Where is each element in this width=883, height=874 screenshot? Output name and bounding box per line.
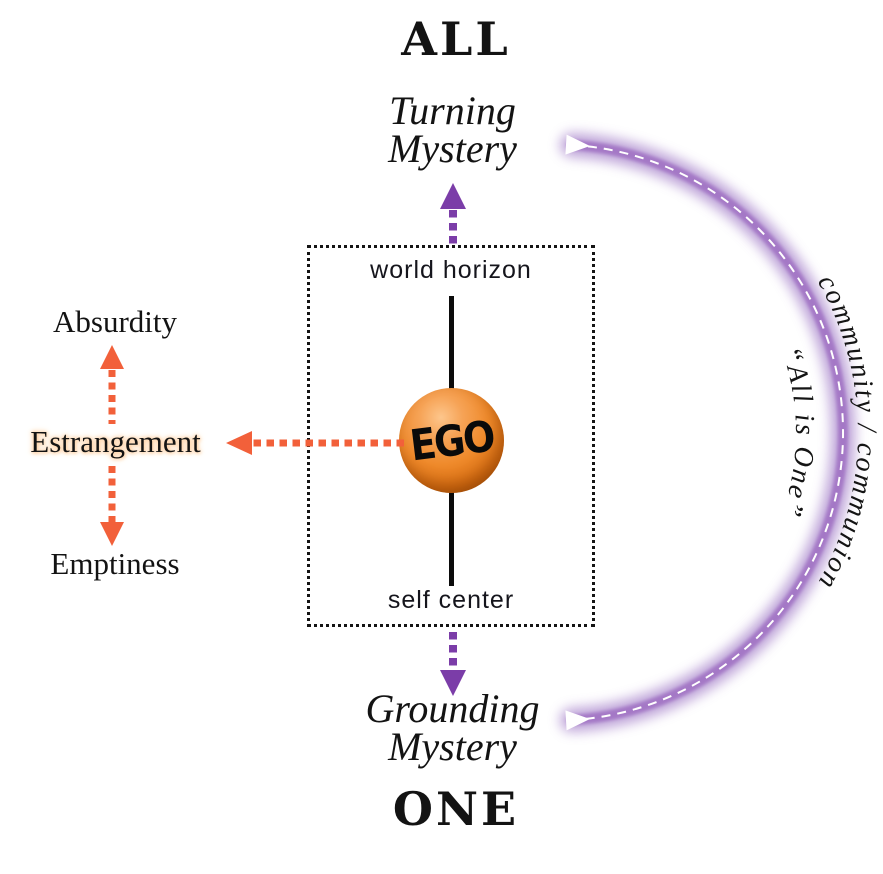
up-arrowhead-icon bbox=[100, 345, 124, 369]
ego-label: EGO bbox=[407, 410, 496, 471]
arc-glow bbox=[560, 133, 856, 732]
grounding-mystery-line2: Mystery bbox=[388, 724, 517, 769]
ego-sphere: EGO bbox=[399, 388, 504, 493]
pole-all-label: ALL bbox=[401, 12, 511, 66]
down-arrowhead-icon bbox=[440, 670, 466, 696]
world-horizon-label: world horizon bbox=[370, 256, 532, 284]
pole-one-label: ONE bbox=[392, 782, 520, 836]
absurdity-label: Absurdity bbox=[53, 304, 177, 339]
grounding-mystery-label: Grounding Mystery bbox=[330, 686, 575, 769]
emptiness-label: Emptiness bbox=[50, 546, 180, 581]
self-center-label: self center bbox=[387, 586, 515, 614]
turning-mystery-label: Turning Mystery bbox=[330, 88, 575, 171]
up-arrowhead-icon bbox=[440, 183, 466, 209]
arc-dashed-line bbox=[565, 134, 845, 731]
turning-mystery-line1: Turning bbox=[389, 88, 516, 133]
estrangement-label: Estrangement bbox=[30, 424, 201, 459]
community-communion-label: community / communion bbox=[811, 269, 880, 595]
communion-arc-inner-text: “All is One” bbox=[775, 343, 820, 522]
ground-arrow bbox=[440, 632, 466, 696]
communion-arc-outer-text: community / communion bbox=[811, 269, 882, 595]
all-is-one-label: “All is One” bbox=[775, 343, 818, 522]
arc-core bbox=[567, 140, 849, 725]
emptiness-arrow bbox=[100, 466, 124, 546]
down-arrowhead-icon bbox=[100, 522, 124, 546]
transcend-arrow bbox=[440, 183, 466, 244]
left-arrowhead-icon bbox=[226, 431, 252, 455]
grounding-mystery-line1: Grounding bbox=[365, 686, 540, 731]
estrangement-arrow bbox=[226, 431, 404, 455]
absurdity-arrow bbox=[100, 345, 124, 424]
turning-mystery-line2: Mystery bbox=[388, 126, 517, 171]
ego-frame-box: world horizon self center bbox=[307, 245, 595, 627]
